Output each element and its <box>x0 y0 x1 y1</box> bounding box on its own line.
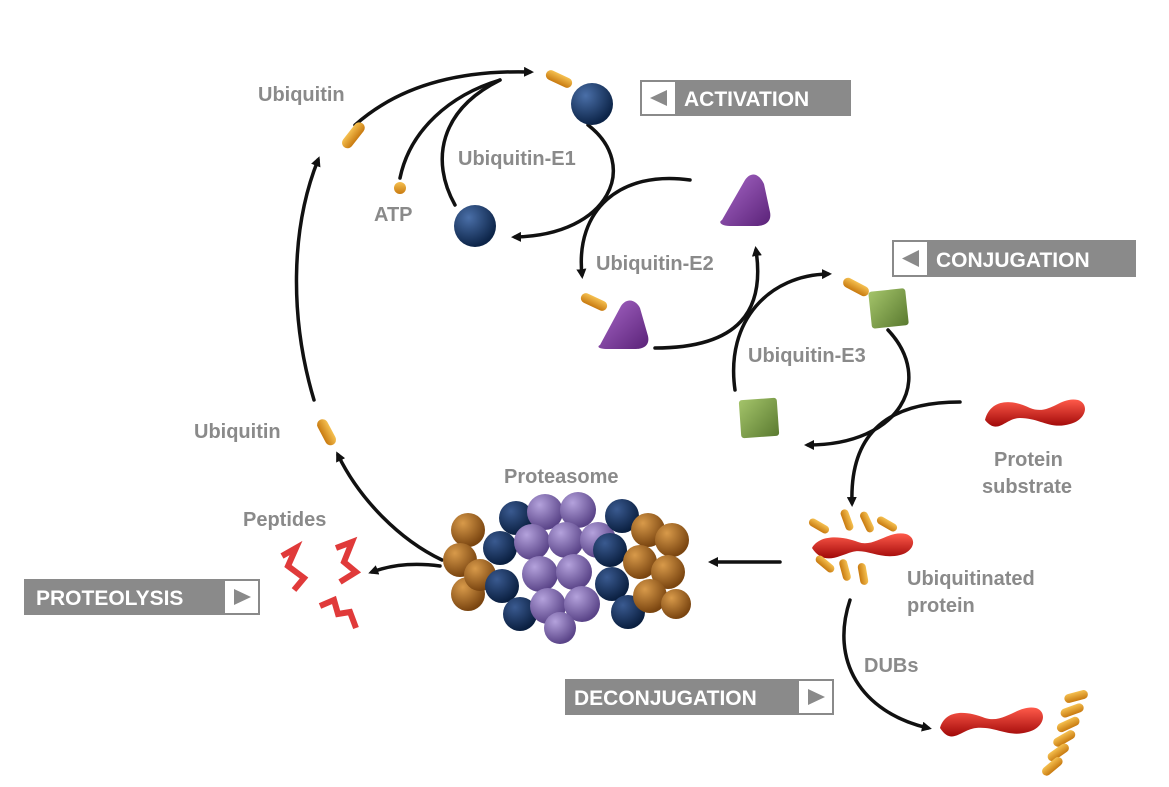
deconjugation-stage-box: DECONJUGATION <box>565 679 834 715</box>
peptides <box>280 536 362 630</box>
e1-with-ubiquitin <box>545 70 613 125</box>
right-triangle-icon <box>808 689 825 705</box>
ubiquitin-to-activation-arrow <box>353 66 534 127</box>
proteolysis-stage-box: PROTEOLYSIS <box>24 579 260 615</box>
pathway-arrows <box>294 66 962 732</box>
e3-free <box>738 397 780 439</box>
deconjugation-label: DECONJUGATION <box>574 687 757 710</box>
ubiquitin-e2-label: Ubiquitin-E2 <box>596 253 714 275</box>
left-triangle-icon <box>902 250 919 267</box>
e1-cycle-arrow <box>511 123 615 242</box>
protein-substrate-label-2: substrate <box>982 476 1072 498</box>
proteasome <box>443 492 691 644</box>
ubiquitin-left <box>317 419 337 446</box>
e3-cycle-arrow <box>804 328 911 450</box>
conjugation-label: CONJUGATION <box>936 249 1090 272</box>
e1-to-e2-arrow <box>576 176 692 279</box>
left-triangle-icon <box>650 90 667 106</box>
ubiquitin-left-label: Ubiquitin <box>194 421 281 443</box>
recycle-arrow-upper <box>294 156 321 402</box>
ubiquitin-e3-label: Ubiquitin-E3 <box>748 345 866 367</box>
protein-substrate-label-1: Protein <box>994 449 1063 471</box>
ubiquitinated-label-2: protein <box>907 595 975 617</box>
recycle-arrow-lower <box>336 451 444 562</box>
conjugation-stage-box: CONJUGATION <box>892 240 1136 277</box>
atp-label: ATP <box>374 204 413 226</box>
right-triangle-icon <box>234 589 251 605</box>
released-ubiquitins <box>1042 690 1088 776</box>
ubiquitin-top-label: Ubiquitin <box>258 84 345 106</box>
atp-arrow <box>398 78 502 180</box>
ubiquitin-e1-label: Ubiquitin-E1 <box>458 148 576 170</box>
e1-free <box>454 205 496 247</box>
dubs-label: DUBs <box>864 655 918 677</box>
proteolysis-label: PROTEOLYSIS <box>36 587 183 610</box>
protein-substrate <box>985 399 1085 427</box>
ubiquitin-top <box>342 122 365 149</box>
e2-free <box>720 174 771 226</box>
e1-return-arrow <box>440 78 502 207</box>
proteasome-label: Proteasome <box>504 466 619 488</box>
deconjugated-protein <box>940 707 1043 737</box>
ubiquitinated-label-1: Ubiquitinated <box>907 568 1035 590</box>
activation-label: ACTIVATION <box>684 88 809 111</box>
activation-stage-box: ACTIVATION <box>640 80 851 116</box>
atp-molecule <box>394 182 406 194</box>
to-peptides-arrow <box>368 562 442 575</box>
ubiquitinated-protein <box>808 509 914 585</box>
peptides-label: Peptides <box>243 509 326 531</box>
e2-cycle-arrow <box>653 246 762 350</box>
e3-with-ubiquitin <box>843 277 909 329</box>
e2-to-e3-arrow <box>731 269 832 392</box>
substrate-arrow <box>846 400 962 507</box>
e2-with-ubiquitin <box>580 293 649 349</box>
dubs-arrow <box>842 598 932 732</box>
